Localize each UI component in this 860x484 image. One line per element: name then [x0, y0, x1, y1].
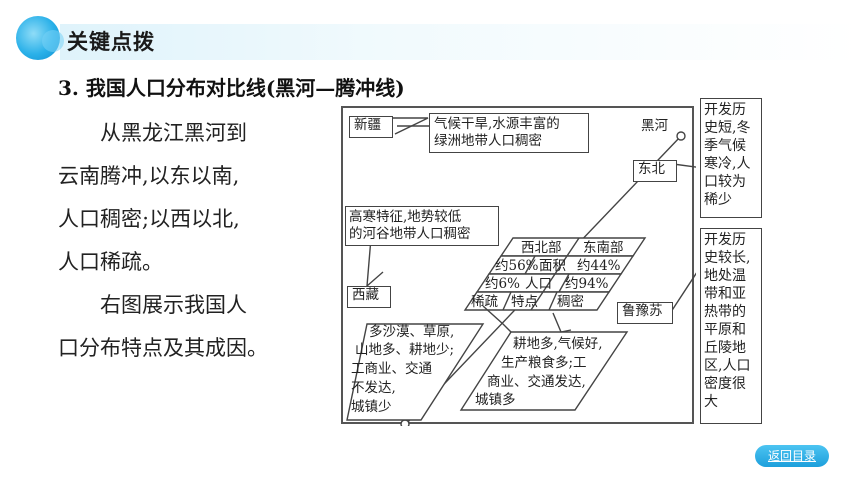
- header-bar: 关键点拨: [0, 16, 860, 68]
- note-dongbei-side: 开发历史短,冬季气候寒冷,人口较为稀少: [700, 98, 762, 218]
- body-line: 口分布特点及其成因。: [58, 336, 268, 360]
- header-title: 关键点拨: [67, 30, 155, 54]
- table-cell: 特点: [511, 294, 538, 310]
- label-dongbei: 东北: [633, 160, 677, 182]
- population-diagram: 新疆 气候干旱,水源丰富的 绿洲地带人口稠密 黑河 东北 高寒特征,地势较低 的…: [341, 106, 696, 426]
- label-xinjiang: 新疆: [349, 116, 393, 138]
- section-title: 3. 我国人口分布对比线(黑河—腾冲线): [58, 76, 405, 100]
- label-luyusu: 鲁豫苏: [617, 302, 673, 324]
- bubble-icon: [16, 16, 64, 60]
- note-line: 绿洲地带人口稠密: [434, 133, 542, 149]
- note-line: 山地多、耕地少;: [355, 342, 455, 358]
- note-xinjiang: 气候干旱,水源丰富的 绿洲地带人口稠密: [429, 113, 589, 153]
- note-line: 城镇少: [351, 399, 392, 415]
- note-luyusu-side: 开发历史较长,地处温带和亚热带的平原和丘陵地区,人口密度很大: [700, 228, 762, 424]
- note-line: 生产粮食多;工: [501, 355, 587, 371]
- table-cell: 约6%: [485, 276, 520, 292]
- body-text: 从黑龙江黑河到 云南腾冲,以东以南, 人口稠密;以西以北, 人口稀疏。 右图展示…: [58, 112, 308, 370]
- table-cell: 人口: [525, 276, 552, 292]
- note-line: 耕地多,气候好,: [513, 336, 603, 352]
- note-xizang: 高寒特征,地势较低 的河谷地带人口稠密: [345, 206, 499, 246]
- table-cell: 面积: [539, 258, 566, 274]
- table-cell: 约44%: [577, 258, 621, 274]
- header-band: [60, 24, 860, 60]
- label-xizang: 西藏: [347, 286, 391, 308]
- table-cell: 约56%: [495, 258, 539, 274]
- table-cell: 约94%: [565, 276, 609, 292]
- body-line: 人口稀疏。: [58, 250, 163, 274]
- table-header-southeast: 东南部: [583, 240, 624, 256]
- back-to-contents-button[interactable]: 返回目录: [755, 445, 829, 467]
- note-line: 城镇多: [475, 392, 516, 408]
- note-line: 商业、交通发达,: [487, 374, 586, 390]
- note-line: 工商业、交通: [351, 361, 432, 377]
- body-line: 从黑龙江黑河到: [100, 121, 247, 145]
- body-line: 云南腾冲,以东以南,: [58, 164, 240, 188]
- note-line: 的河谷地带人口稠密: [349, 226, 471, 242]
- table-cell: 稀疏: [471, 294, 498, 310]
- note-line: 不发达,: [351, 380, 396, 396]
- label-heihe: 黑河: [641, 118, 668, 134]
- note-line: 多沙漠、草原,: [369, 324, 455, 340]
- note-line: 气候干旱,水源丰富的: [434, 116, 560, 132]
- table-header-northwest: 西北部: [521, 240, 562, 256]
- body-line: 人口稠密;以西以北,: [58, 207, 240, 231]
- body-line: 右图展示我国人: [100, 293, 247, 317]
- table-cell: 稠密: [557, 294, 584, 310]
- note-line: 高寒特征,地势较低: [349, 209, 462, 225]
- diagram-lines: [346, 117, 696, 426]
